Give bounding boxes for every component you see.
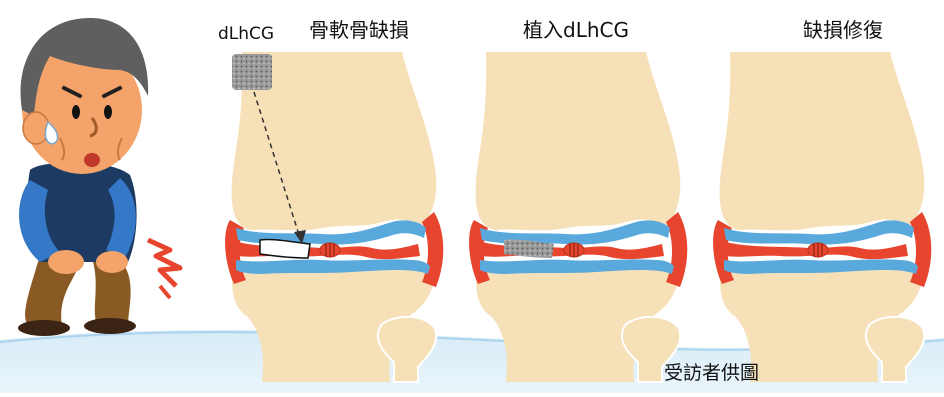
panel-title-implant: 植入dLhCG xyxy=(523,14,629,43)
knee-panel-implanted xyxy=(469,52,687,382)
panel-title-repair: 缺損修復 xyxy=(803,14,883,43)
graft-label: dLhCG xyxy=(218,24,274,44)
panel-title-defect: 骨軟骨缺損 xyxy=(309,14,409,43)
person-illustration xyxy=(18,18,180,336)
image-credit: 受訪者供圖 xyxy=(664,358,759,385)
knee-panel-defect xyxy=(225,52,443,382)
knee-panel-repaired xyxy=(713,52,931,382)
dlhcg-graft-sample xyxy=(232,54,272,90)
